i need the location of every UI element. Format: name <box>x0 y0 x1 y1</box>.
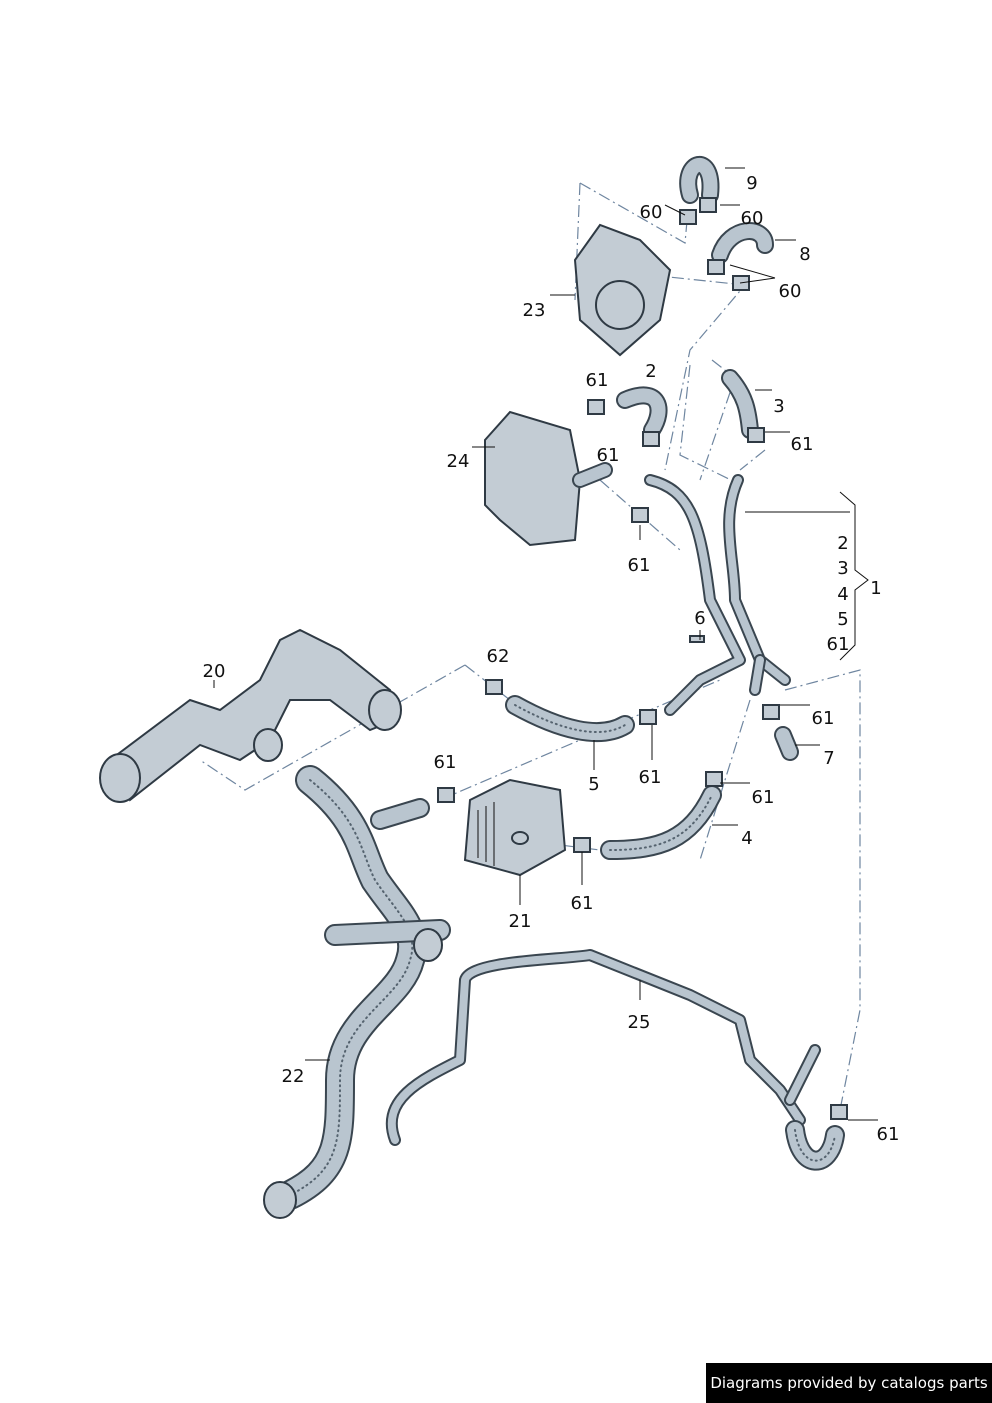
callout-61: 61 <box>627 555 651 576</box>
callout-3: 3 <box>773 396 785 417</box>
small-hoses <box>616 156 799 761</box>
callout-4: 4 <box>741 828 753 849</box>
group-item-61: 61 <box>826 634 850 655</box>
callout-7: 7 <box>823 748 835 769</box>
callout-9: 9 <box>746 173 758 194</box>
callout-2: 2 <box>645 361 657 382</box>
egr-valve-24 <box>484 410 613 547</box>
throttle-body-23 <box>573 223 672 357</box>
coolant-flange-20 <box>99 628 402 803</box>
callout-25: 25 <box>627 1012 651 1033</box>
callout-24: 24 <box>446 451 470 472</box>
callout-8: 8 <box>799 244 811 265</box>
callout-23: 23 <box>522 300 546 321</box>
callout-61: 61 <box>811 708 835 729</box>
callout-1: 1 <box>870 578 882 599</box>
hose-4 <box>600 785 722 860</box>
hose-5 <box>505 695 635 743</box>
callout-6: 6 <box>694 608 706 629</box>
callout-21: 21 <box>508 911 532 932</box>
callout-61: 61 <box>751 787 775 808</box>
group-item-4: 4 <box>837 584 849 605</box>
callout-60: 60 <box>740 208 764 229</box>
clamps <box>437 197 848 1120</box>
group-item-5: 5 <box>837 609 849 630</box>
callout-61: 61 <box>638 767 662 788</box>
callout-61: 61 <box>585 370 609 391</box>
callout-22: 22 <box>281 1066 305 1087</box>
oil-cooler-21 <box>463 778 567 877</box>
callout-61: 61 <box>596 445 620 466</box>
callout-61: 61 <box>433 752 457 773</box>
callout-62: 62 <box>486 646 510 667</box>
callout-5: 5 <box>588 774 600 795</box>
pipe-25 <box>385 949 845 1171</box>
footer-credit: Diagrams provided by catalogs parts <box>706 1363 992 1403</box>
group-item-2: 2 <box>837 533 849 554</box>
pipe-assembly-1 <box>644 474 791 716</box>
callout-60: 60 <box>639 202 663 223</box>
hose-22 <box>263 765 451 1219</box>
callout-61: 61 <box>790 434 814 455</box>
callout-20: 20 <box>202 661 226 682</box>
callout-60: 60 <box>778 281 802 302</box>
callout-61: 61 <box>570 893 594 914</box>
leader-lines <box>213 167 878 1121</box>
callout-61: 61 <box>876 1124 900 1145</box>
group-item-3: 3 <box>837 558 849 579</box>
